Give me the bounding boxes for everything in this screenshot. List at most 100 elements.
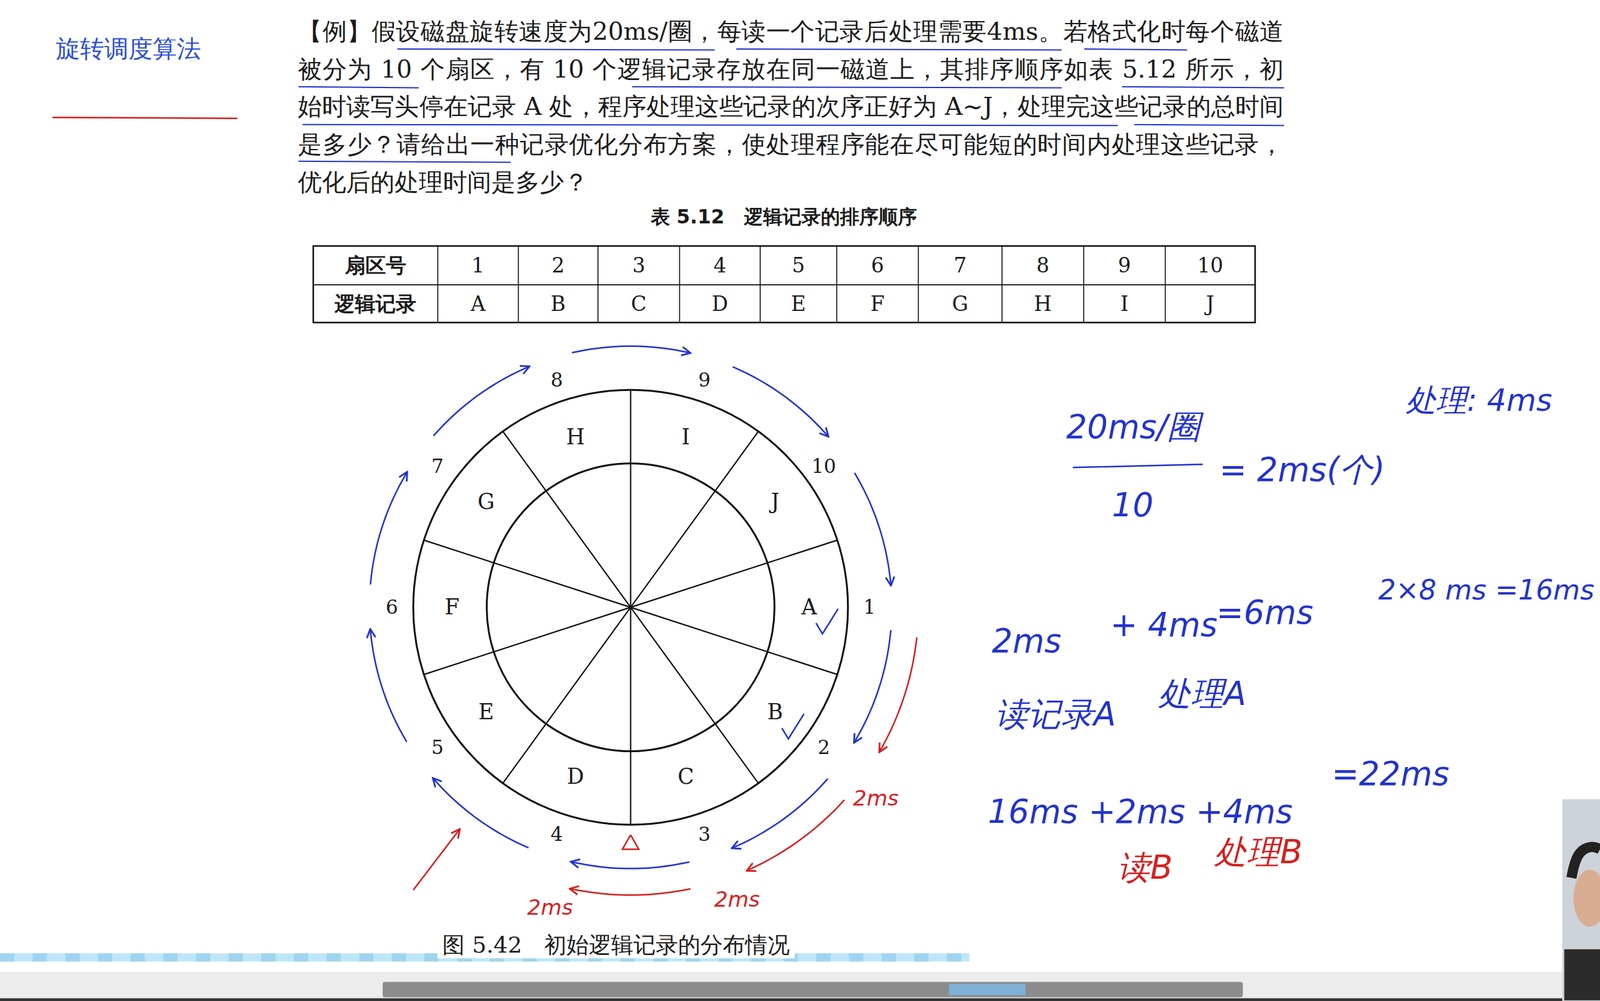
handwritten-underline: [737, 49, 1062, 51]
sector-divider: [630, 607, 759, 783]
sector-record: C: [677, 764, 694, 790]
delay-arrow: [570, 888, 691, 895]
handwritten-note: 20ms/圈: [1066, 407, 1201, 446]
sector-divider: [629, 607, 631, 825]
problem-text: 【例】假设磁盘旋转速度为20ms/圈，每读一个记录后处理需要4ms。若格式化时每…: [297, 12, 1284, 202]
sector-record: B: [767, 699, 783, 725]
delay-arrow: [747, 799, 845, 870]
progress-bar-segment: [261, 952, 276, 961]
handwritten-underline: [299, 86, 419, 89]
handwritten-note: =22ms: [1331, 754, 1450, 793]
progress-bar-segment: [228, 952, 243, 961]
delay-arrow: [879, 637, 917, 751]
disk-outer: [413, 389, 849, 825]
table-title: 表 5.12 逻辑记录的排序顺序: [650, 205, 917, 229]
table-cell: F: [870, 292, 885, 316]
table-rule: [518, 245, 520, 322]
sector-record: A: [801, 594, 818, 620]
table-cell: D: [711, 292, 728, 316]
table-cell: 6: [871, 253, 885, 278]
table-cell: 10: [1197, 253, 1224, 278]
table-cell: J: [1206, 292, 1215, 316]
progress-bar-segment: [98, 952, 113, 961]
handwritten-underline: [1134, 124, 1284, 126]
rotation-arrow: [370, 629, 407, 742]
rotation-arrow: [433, 778, 529, 848]
handwritten-note: 处理B: [1214, 833, 1303, 872]
table-rule: [1001, 245, 1003, 322]
handwritten-underline: [302, 124, 1118, 126]
handwritten-underline: [632, 86, 1062, 89]
table-cell: 4: [713, 253, 727, 278]
progress-bar-segment: [65, 952, 80, 961]
scrollbar-thumb: [382, 981, 1244, 997]
progress-bar-segment: [0, 952, 15, 961]
table-cell: 逻辑记录: [334, 292, 417, 316]
sector-divider: [630, 431, 759, 607]
progress-bar-segment: [848, 952, 863, 961]
table-cell: A: [470, 292, 486, 316]
rotation-arrow: [854, 472, 891, 585]
section-title: 旋转调度算法: [55, 34, 202, 63]
table-cell: 2: [551, 253, 565, 278]
table-rule: [1083, 245, 1085, 322]
handwritten-note: 处理: 4ms: [1405, 382, 1552, 418]
scrollbar-highlight: [949, 983, 1026, 996]
table-cell: 9: [1117, 253, 1131, 278]
table-rule: [1165, 245, 1167, 322]
delay-note: 2ms: [853, 786, 899, 812]
sector-record: J: [770, 490, 780, 515]
fraction-bar: [1073, 464, 1202, 468]
sector-record: F: [444, 594, 460, 620]
webcam-face: [1573, 869, 1600, 927]
checkmark: [782, 714, 805, 739]
handwritten-note: + 4ms: [1110, 605, 1218, 644]
table-rule: [917, 245, 919, 322]
webcam-hair: [1571, 846, 1600, 878]
sector-record: G: [477, 490, 496, 515]
title-underline: [53, 117, 237, 119]
sector-number: 4: [550, 823, 564, 846]
delay-arrow: [413, 829, 460, 890]
progress-bar-segment: [424, 952, 439, 961]
sector-divider: [629, 389, 631, 607]
bottom-edge: [0, 998, 1600, 1001]
sector-number: 5: [431, 736, 444, 759]
table-cell: 3: [632, 253, 646, 278]
progress-bar-segment: [816, 952, 831, 961]
table-cell: 8: [1036, 253, 1050, 278]
sector-record: D: [567, 764, 585, 790]
table-rule: [836, 245, 838, 322]
delay-note: 2ms: [527, 895, 574, 921]
rotation-arrow: [732, 366, 828, 436]
figure-caption: 图 5.42 初始逻辑记录的分布情况: [437, 931, 795, 958]
head-position-triangle: [622, 834, 639, 849]
table-cell: H: [1034, 292, 1053, 316]
sector-number: 6: [385, 596, 399, 619]
progress-bar-segment: [294, 952, 309, 961]
table-cell: 7: [953, 253, 967, 278]
sector-record: E: [478, 699, 494, 725]
progress-bar-segment: [163, 952, 178, 961]
table-rule: [679, 245, 681, 322]
sector-divider: [503, 431, 631, 607]
handwritten-note: 2ms: [992, 622, 1062, 661]
table-cell: I: [1120, 292, 1129, 316]
rotation-arrow: [433, 366, 529, 436]
progress-bar-segment: [326, 952, 341, 961]
progress-bar-segment: [914, 952, 929, 961]
progress-bar-segment: [946, 952, 961, 961]
progress-bar-segment: [881, 952, 896, 961]
progress-bar-segment: [130, 952, 146, 961]
table-cell: 5: [792, 253, 806, 278]
table-cell: B: [550, 292, 566, 316]
sector-number: 10: [811, 455, 837, 478]
handwritten-note: 16ms +2ms +4ms: [987, 792, 1293, 831]
rotation-arrow: [854, 629, 891, 742]
progress-bar-segment: [359, 952, 374, 961]
checkmark: [816, 609, 839, 634]
rotation-arrow: [732, 778, 828, 848]
sector-number: 2: [817, 736, 831, 759]
sector-number: 3: [697, 823, 711, 846]
